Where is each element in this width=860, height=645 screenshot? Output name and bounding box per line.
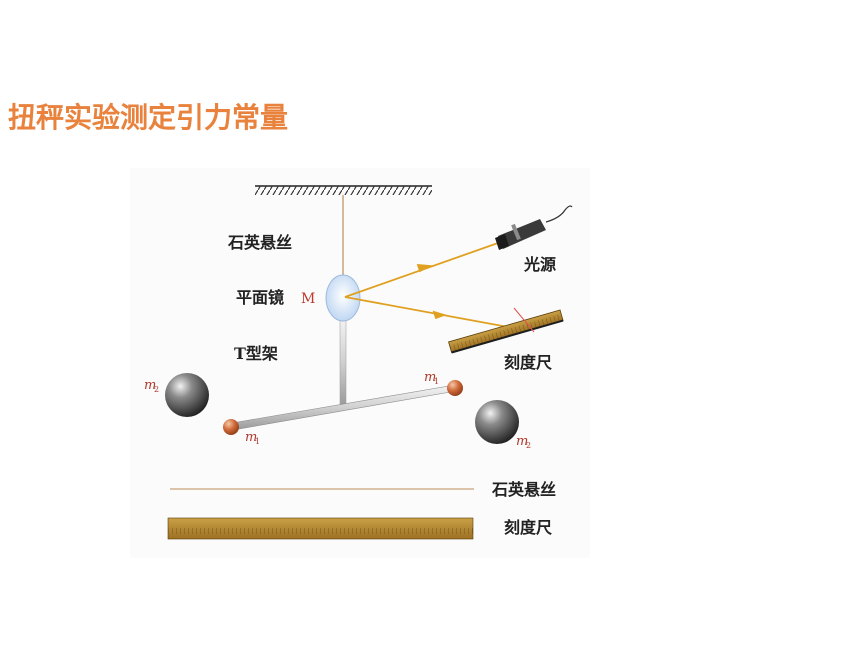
svg-text:1: 1 — [255, 437, 260, 446]
svg-text:m: m — [516, 434, 528, 449]
svg-text:1: 1 — [434, 377, 439, 386]
legend-scale-bar — [167, 517, 474, 540]
slide-title: 扭秤实验测定引力常量 — [8, 101, 289, 134]
plane-mirror — [325, 274, 361, 322]
legend-scale-label: 刻度尺 — [504, 518, 552, 537]
light-source-device — [495, 205, 573, 250]
mass-label-m1-right: m 1 — [424, 370, 439, 386]
label-t-frame: T型架 — [234, 344, 278, 363]
mass-label-m2-right: m 2 — [516, 434, 531, 450]
label-light-source: 光源 — [523, 255, 556, 274]
legend-fiber-label: 石英悬丝 — [491, 480, 556, 499]
label-mirror: 平面镜 — [236, 288, 284, 307]
label-scale: 刻度尺 — [504, 353, 552, 372]
angled-scale — [448, 309, 564, 354]
ceiling-support — [255, 185, 432, 195]
large-ball-right — [475, 400, 519, 444]
svg-text:m: m — [144, 378, 156, 393]
label-fiber: 石英悬丝 — [227, 233, 292, 252]
t-frame-stem — [339, 317, 347, 407]
mass-label-m1-left: m 1 — [245, 430, 260, 446]
svg-text:2: 2 — [526, 441, 531, 450]
scale-reflection-mark — [513, 307, 535, 333]
light-rays — [344, 242, 509, 328]
svg-text:m: m — [245, 430, 257, 445]
small-ball-left — [223, 419, 239, 435]
svg-text:2: 2 — [154, 385, 159, 394]
label-mirror-letter: M — [301, 291, 315, 307]
svg-text:m: m — [424, 370, 436, 385]
large-ball-left — [165, 373, 209, 417]
small-ball-right — [447, 380, 463, 396]
mass-label-m2-left: m 2 — [144, 378, 159, 394]
